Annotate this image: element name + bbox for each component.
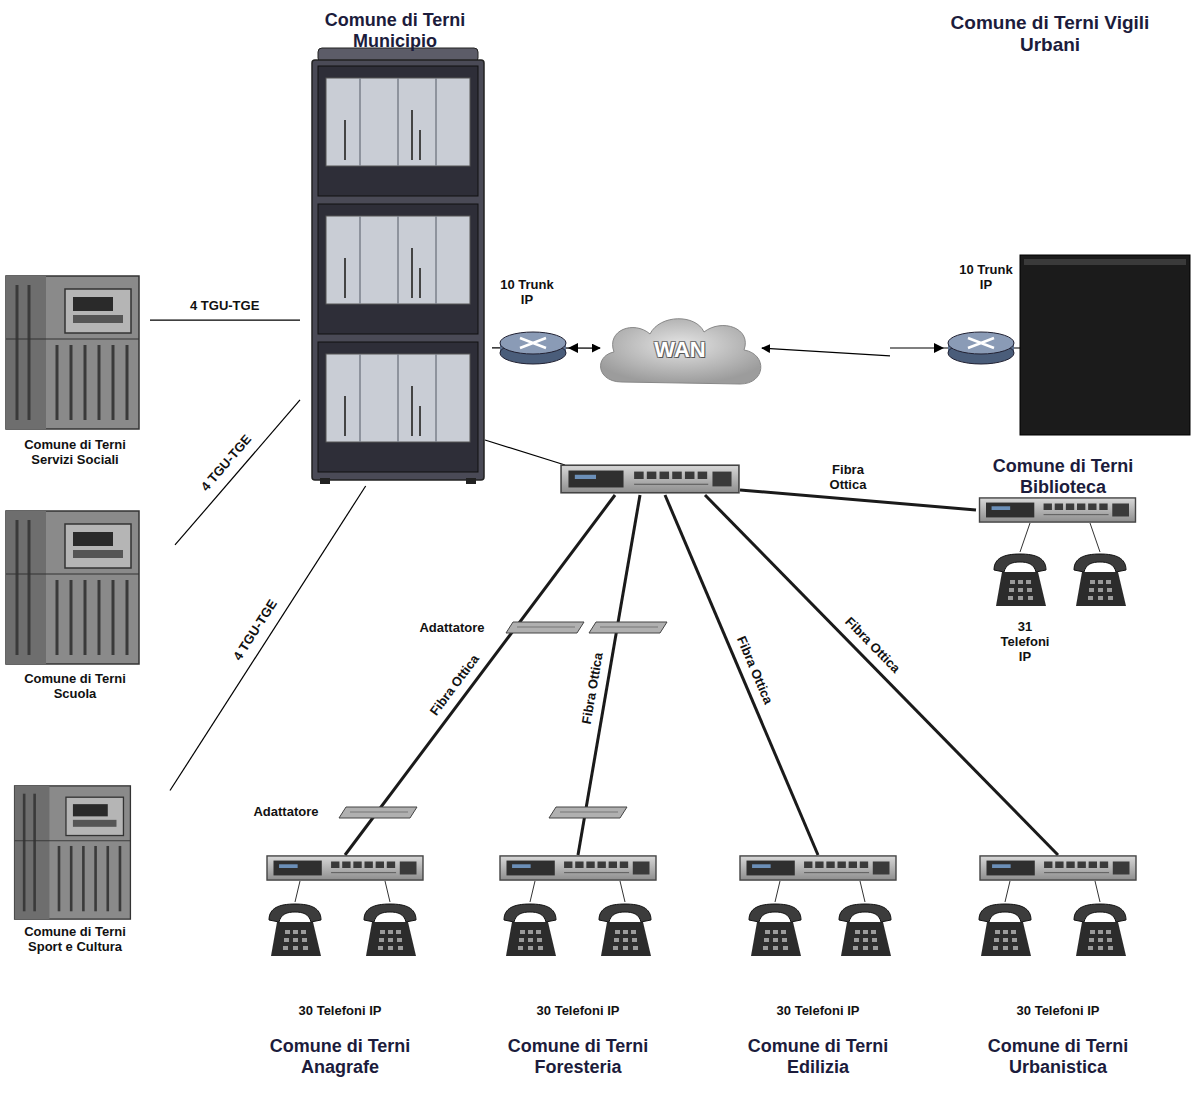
- site-heading: Comune di Terni Municipio: [300, 10, 490, 51]
- site-box: Comune di Terni Biblioteca 31 Telefoni IP: [935, 455, 1195, 705]
- adapter-box: [339, 807, 417, 818]
- link-label: Adattatore: [417, 621, 486, 636]
- link-label: 10 Trunk IP: [953, 263, 1019, 293]
- site-heading: Comune di Terni Edilizia: [730, 1036, 906, 1077]
- switch-symbol: [500, 856, 656, 880]
- site-box: 30 Telefoni IP Comune di Terni Urbanistic…: [940, 850, 1180, 1105]
- site-box: 30 Telefoni IP Comune di Terni Edilizia: [715, 850, 920, 1105]
- phone-wires: [295, 523, 1100, 902]
- arrow-head: [568, 343, 578, 353]
- link-label: 4 TGU-TGE: [188, 299, 261, 314]
- link-line: [175, 400, 300, 545]
- caption-text: Comune di Terni Sport e Cultura: [7, 925, 143, 955]
- site-box: 30 Telefoni IP Comune di Terni Anagrafe: [235, 850, 445, 1105]
- link-line: [170, 486, 366, 791]
- site-heading: Comune di Terni Anagrafe: [252, 1036, 428, 1077]
- link-label: Fibra Ottica: [732, 632, 776, 708]
- link-label: 4 TGU-TGE: [197, 431, 256, 496]
- link-line: [150, 319, 300, 320]
- adapter-box: [589, 622, 667, 633]
- lan-wire: [485, 440, 565, 465]
- switch-symbol: [980, 856, 1136, 880]
- link-label: 4 TGU-TGE: [230, 596, 282, 666]
- pbx-unit-top: [1024, 259, 1186, 265]
- ip-phones: [269, 554, 1126, 956]
- site-box: Comune di Terni Municipio: [300, 8, 492, 486]
- site-box: Comune di Terni Sport e Cultura: [0, 785, 170, 970]
- site-box: Comune di Terni Servizi Sociali: [0, 268, 150, 478]
- adapter-box: [549, 807, 627, 818]
- pbx-unit: [6, 511, 139, 664]
- pbx-unit: [15, 786, 131, 919]
- link-line: [762, 348, 890, 356]
- site-heading: Comune di Terni Urbanistica: [965, 1036, 1151, 1077]
- arrow-head: [934, 343, 944, 353]
- caption-text: Comune di Terni Servizi Sociali: [7, 438, 143, 468]
- switch-symbol: [980, 498, 1136, 522]
- site-box: 30 Telefoni IP Comune di Terni Foresteria: [470, 850, 685, 1105]
- wan-cloud-box: WAN: [600, 318, 762, 388]
- link-label: Adattatore: [251, 805, 320, 820]
- switch-symbol: [561, 465, 739, 493]
- switch-symbol: [740, 856, 896, 880]
- site-box: Comune di Terni Vigili Urbani: [890, 10, 1195, 450]
- pbx-cabinet: [312, 48, 484, 484]
- link-label: Fibra Ottica: [820, 463, 876, 493]
- site-heading: Comune di Terni Foresteria: [490, 1036, 666, 1077]
- router-symbol: [500, 332, 566, 364]
- pbx-unit: [6, 276, 139, 429]
- site-heading: Comune di Terni Biblioteca: [973, 456, 1153, 497]
- pbx-unit: [1020, 255, 1190, 435]
- caption-text: 30 Telefoni IP: [250, 1004, 430, 1019]
- site-heading: Comune di Terni Vigili Urbani: [950, 12, 1150, 56]
- fibre-lines: [345, 490, 1058, 855]
- router-symbol: [948, 332, 1014, 364]
- site-heading: WAN: [600, 337, 760, 362]
- caption-text: 30 Telefoni IP: [968, 1004, 1148, 1019]
- caption-text: 31 Telefoni IP: [998, 620, 1052, 665]
- caption-text: 30 Telefoni IP: [488, 1004, 668, 1019]
- wan-cloud: [601, 319, 761, 384]
- switch-symbol: [267, 856, 423, 880]
- link-label: Fibra Ottica: [579, 649, 607, 727]
- link-label: Fibra Ottica: [840, 613, 904, 678]
- link-label: Fibra Ottica: [426, 650, 484, 720]
- caption-text: 30 Telefoni IP: [728, 1004, 908, 1019]
- link-label: 10 Trunk IP: [494, 278, 560, 308]
- adapter-box: [506, 622, 584, 633]
- caption-text: Comune di Terni Scuola: [7, 672, 143, 702]
- site-box: Comune di Terni Scuola: [0, 505, 175, 710]
